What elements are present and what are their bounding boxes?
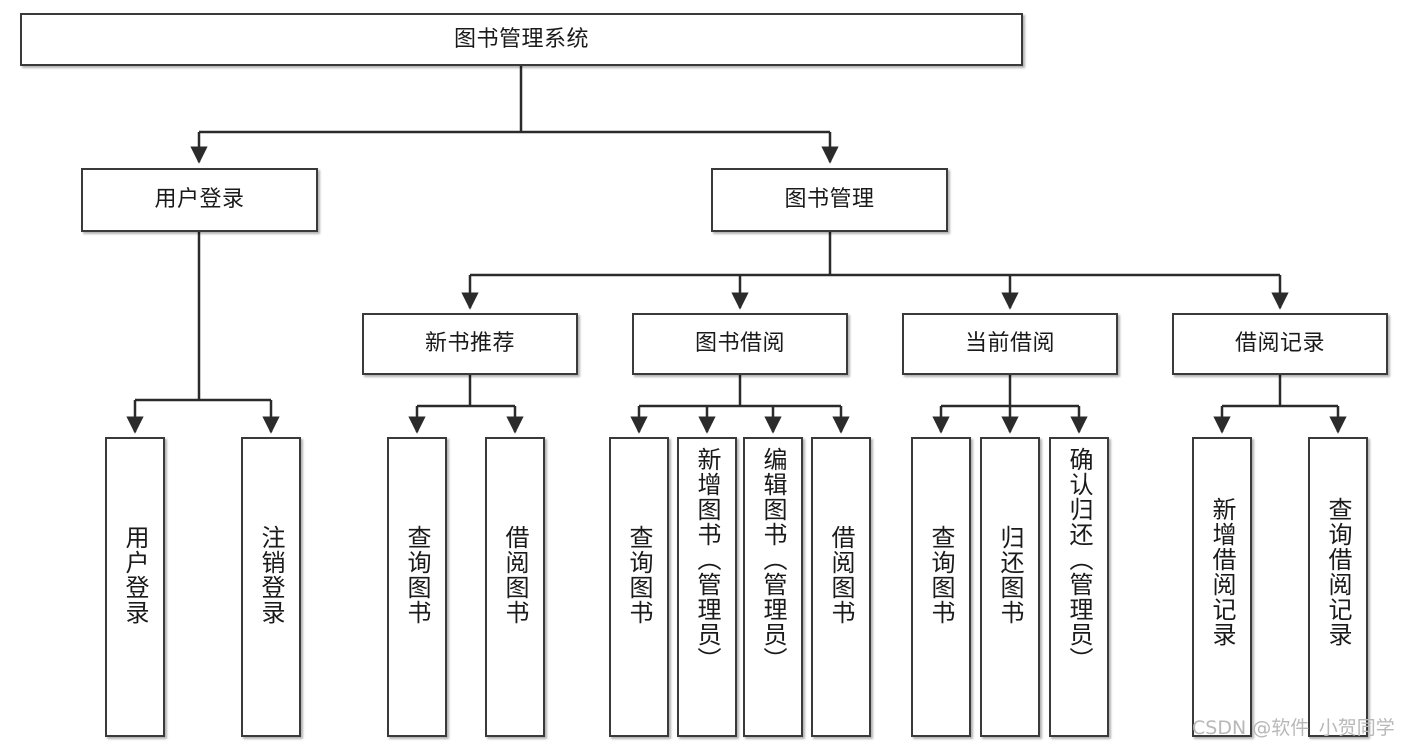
leaf-query-book-current[interactable]: 查询图书 xyxy=(911,437,971,737)
leaf-query-borrow-record[interactable]: 查询借阅记录 xyxy=(1308,437,1368,737)
node-label: 查询借阅记录 xyxy=(1324,497,1352,647)
node-label: 查询图书 xyxy=(927,525,955,625)
leaf-borrow-book-borrow[interactable]: 借阅图书 xyxy=(811,437,871,737)
watermark-text: CSDN @软件_小贺同学 xyxy=(1192,717,1395,739)
node-label: 新增借阅记录 xyxy=(1208,497,1236,647)
leaf-edit-book-admin[interactable]: 编辑图书（管理员） xyxy=(743,437,803,737)
leaf-borrow-book-newbook[interactable]: 借阅图书 xyxy=(485,437,545,737)
node-user-login[interactable]: 用户登录 xyxy=(81,168,318,232)
leaf-confirm-return-admin[interactable]: 确认归还（管理员） xyxy=(1049,437,1109,737)
node-label: 图书管理系统 xyxy=(453,26,589,52)
leaf-logout[interactable]: 注销登录 xyxy=(241,437,301,737)
node-label: 新增图书（管理员） xyxy=(693,447,721,672)
leaf-add-book-admin[interactable]: 新增图书（管理员） xyxy=(677,437,737,737)
node-label: 图书借阅 xyxy=(694,331,785,357)
leaf-query-book-borrow[interactable]: 查询图书 xyxy=(609,437,669,737)
node-label: 图书管理 xyxy=(784,187,875,213)
node-label: 新书推荐 xyxy=(424,331,515,357)
leaf-user-login[interactable]: 用户登录 xyxy=(105,437,165,737)
node-label: 确认归还（管理员） xyxy=(1065,447,1093,672)
node-label: 查询图书 xyxy=(403,525,431,625)
node-new-book-recommend[interactable]: 新书推荐 xyxy=(362,313,578,375)
leaf-return-book[interactable]: 归还图书 xyxy=(980,437,1040,737)
node-label: 借阅图书 xyxy=(501,525,529,625)
node-label: 借阅图书 xyxy=(827,525,855,625)
node-label: 借阅记录 xyxy=(1234,331,1325,357)
node-label: 用户登录 xyxy=(121,525,149,625)
leaf-add-borrow-record[interactable]: 新增借阅记录 xyxy=(1192,437,1252,737)
node-book-management[interactable]: 图书管理 xyxy=(711,168,948,232)
node-label: 查询图书 xyxy=(625,525,653,625)
node-label: 当前借阅 xyxy=(964,331,1055,357)
node-label: 归还图书 xyxy=(996,525,1024,625)
node-label: 注销登录 xyxy=(257,525,285,625)
node-current-borrow[interactable]: 当前借阅 xyxy=(902,313,1118,375)
node-book-borrow[interactable]: 图书借阅 xyxy=(632,313,848,375)
node-root-system[interactable]: 图书管理系统 xyxy=(20,13,1023,66)
node-label: 编辑图书（管理员） xyxy=(759,447,787,672)
node-borrow-records[interactable]: 借阅记录 xyxy=(1172,313,1388,375)
leaf-query-book-newbook[interactable]: 查询图书 xyxy=(387,437,447,737)
node-label: 用户登录 xyxy=(154,187,245,213)
